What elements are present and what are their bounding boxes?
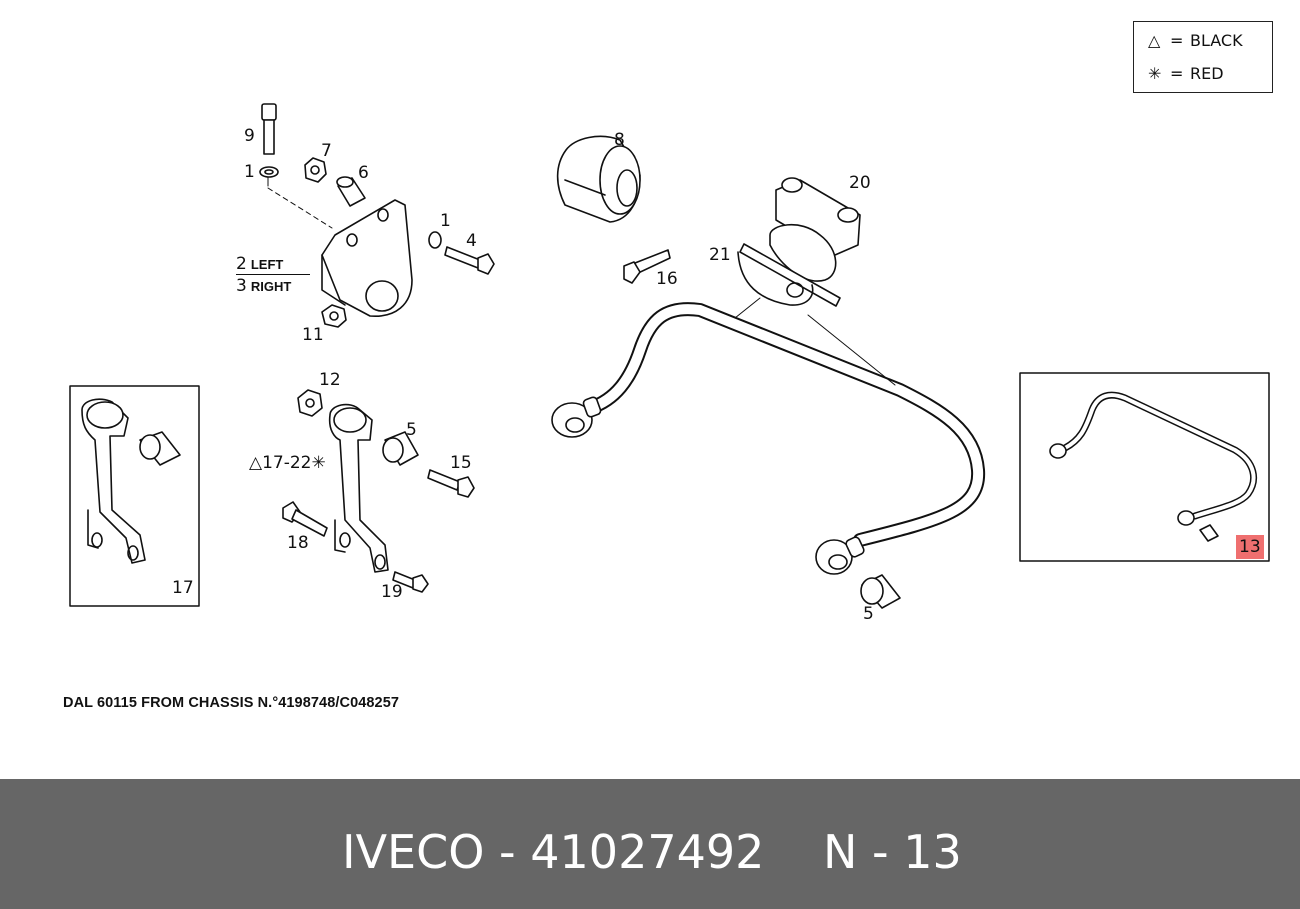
- callout-21[interactable]: 21: [709, 245, 731, 265]
- callout-8[interactable]: 8: [614, 130, 625, 150]
- bushing-8-drawing: [556, 135, 641, 223]
- clamp-bracket-drawing: [734, 177, 896, 386]
- callout-13-highlighted[interactable]: 13: [1236, 535, 1264, 559]
- asterisk-icon: ✳: [1148, 64, 1162, 83]
- side-divider: [236, 274, 310, 275]
- bolt-9-drawing: [259, 103, 279, 178]
- side-right-word: RIGHT: [250, 279, 292, 294]
- side-left-word: LEFT: [250, 257, 284, 272]
- callout-1-washer-upper[interactable]: 1: [244, 162, 255, 182]
- triangle-icon: △: [1148, 31, 1161, 50]
- bolt-15-drawing: [427, 469, 475, 498]
- callout-11[interactable]: 11: [302, 325, 324, 345]
- bushing-5-upper-drawing: [382, 431, 419, 466]
- color-legend: △ = BLACK ✳ = RED: [1133, 21, 1273, 93]
- callout-4[interactable]: 4: [466, 231, 477, 251]
- footer-part-number: IVECO - 41027492: [342, 825, 765, 879]
- callout-9[interactable]: 9: [244, 126, 255, 146]
- side-left-number: 2: [236, 254, 247, 274]
- callout-20[interactable]: 20: [849, 173, 871, 193]
- stabilizer-bar-drawing: [551, 302, 986, 575]
- legend-label-black: BLACK: [1190, 31, 1243, 50]
- legend-row-red: ✳ = RED: [1148, 64, 1224, 83]
- callout-5-lower[interactable]: 5: [863, 604, 874, 624]
- footer-page-ref: N - 13: [823, 825, 962, 879]
- mounting-bracket-drawing: [267, 171, 413, 317]
- callout-18[interactable]: 18: [287, 533, 309, 553]
- callout-6[interactable]: 6: [358, 163, 369, 183]
- bushing-5-lower-drawing: [860, 574, 901, 609]
- callout-5-upper[interactable]: 5: [406, 420, 417, 440]
- link-arm-drawing: [297, 389, 389, 573]
- spacer-6-drawing: [336, 176, 366, 207]
- callout-19[interactable]: 19: [381, 582, 403, 602]
- side-right-number: 3: [236, 276, 247, 296]
- legend-equals: =: [1170, 64, 1184, 83]
- chassis-note: DAL 60115 FROM CHASSIS N.°4198748/C04825…: [63, 695, 400, 711]
- parts-diagram: [69, 103, 1270, 609]
- callout-1-washer-lower[interactable]: 1: [440, 211, 451, 231]
- callout-17[interactable]: 17: [172, 578, 194, 598]
- nut-11-drawing: [321, 304, 347, 328]
- inset-17-drawing: [69, 385, 200, 607]
- footer-bar: IVECO - 41027492 N - 13: [0, 779, 1300, 909]
- nut-7-drawing: [304, 157, 327, 183]
- bolt-18-drawing: [282, 501, 328, 537]
- callout-16[interactable]: 16: [656, 269, 678, 289]
- callout-7[interactable]: 7: [321, 141, 332, 161]
- inset-13-drawing: [1019, 372, 1270, 562]
- kit-label: △17-22✳: [249, 453, 326, 473]
- bolt-19-drawing: [392, 571, 429, 593]
- legend-label-red: RED: [1190, 64, 1224, 83]
- callout-12[interactable]: 12: [319, 370, 341, 390]
- bolt-16-drawing: [623, 249, 671, 284]
- bolt-4-drawing: [428, 231, 495, 275]
- legend-row-black: △ = BLACK: [1148, 31, 1243, 50]
- callout-15[interactable]: 15: [450, 453, 472, 473]
- legend-equals: =: [1170, 31, 1184, 50]
